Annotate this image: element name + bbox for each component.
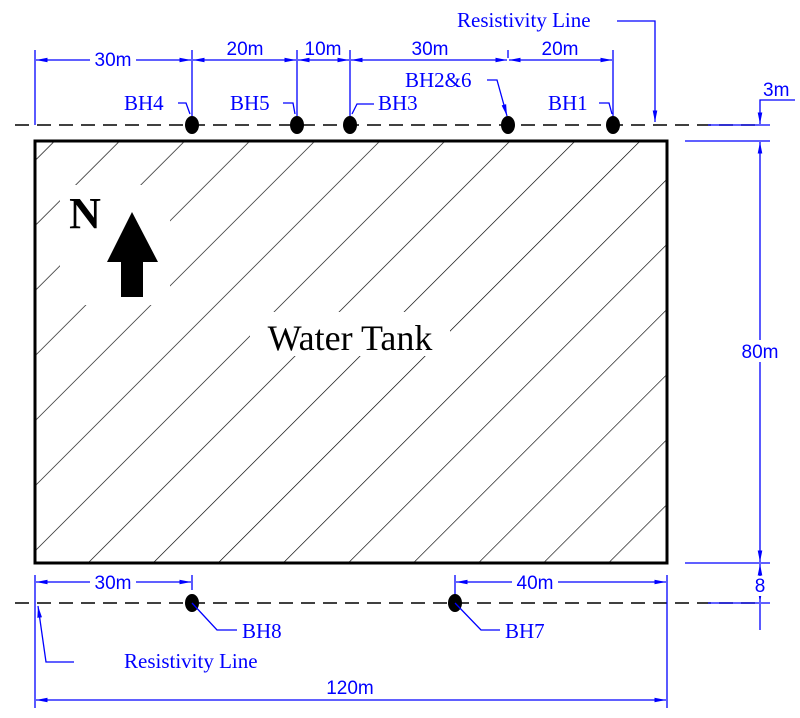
borehole-label: BH7 [505,619,545,643]
leader-arrow [37,605,74,663]
dimension-label: 3m [763,80,789,101]
borehole-label: BH2&6 [405,68,472,92]
dimension-label: 10m [305,39,342,60]
top-dimensions: 30m 20m 10m 30m 20m [34,39,614,125]
dimension-label: 20m [542,39,579,60]
dimension-label: 80m [742,342,779,363]
resistivity-line-label-bottom: Resistivity Line [124,649,258,673]
borehole-marker [290,116,304,134]
dimension-label: 20m [227,39,264,60]
bottom-dimensions: 30m 40m 120m [34,572,668,708]
right-dimensions: 3m 80m 8 [685,80,795,630]
borehole-label: BH8 [242,619,282,643]
borehole-label: BH3 [378,91,418,115]
leader-arrow [617,20,658,122]
tank-label: Water Tank [268,318,433,358]
dimension-label: 30m [412,39,449,60]
north-arrow: N [60,185,170,305]
borehole-label: BH5 [230,91,270,115]
boreholes-top: BH4 BH5 BH3 BH2&6 BH1 [124,68,620,134]
boreholes-bottom: BH8 BH7 [185,594,545,643]
borehole-marker [606,116,620,134]
label-background [250,312,450,356]
north-arrow-icon [107,212,158,297]
dimension-label: 30m [95,573,132,594]
borehole-marker [185,116,199,134]
dimension-label: 8 [755,576,766,597]
borehole-label: BH4 [124,91,164,115]
dimension-label: 40m [517,573,554,594]
borehole-marker [501,116,515,134]
resistivity-line-label-top: Resistivity Line [457,8,591,32]
borehole-marker [343,116,357,134]
borehole-label: BH1 [548,91,588,115]
dimension-label: 120m [326,678,374,699]
dimension-label: 30m [95,50,132,71]
north-label: N [69,189,101,238]
